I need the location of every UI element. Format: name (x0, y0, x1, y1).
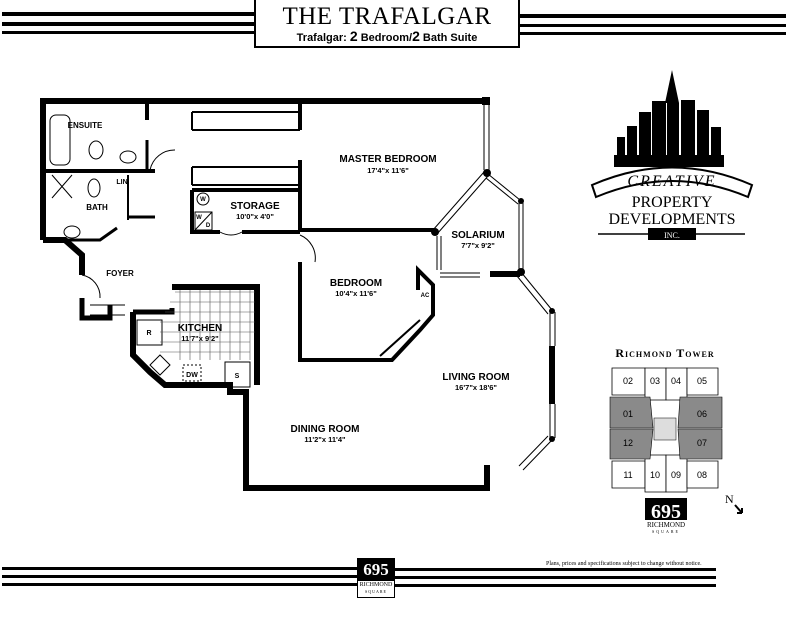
room-label-ac: AC (421, 293, 430, 299)
room-label-ensuite: ENSUITE (68, 121, 103, 130)
creative-logo: CREATIVE PROPERTY DEVELOPMENTS INC. (590, 70, 754, 240)
unit-02: 02 (623, 376, 633, 386)
room-dim-storage: 10'0"x 4'0" (236, 212, 274, 221)
north-label: N (725, 492, 734, 506)
room-label-linen: LIN (116, 179, 127, 186)
bath-count: 2 (412, 28, 420, 44)
room-dim-dining-room: 11'2"x 11'4" (304, 435, 346, 444)
unit-12: 12 (623, 438, 633, 448)
unit-07: 07 (697, 438, 707, 448)
subtitle-prefix: Trafalgar: (296, 32, 350, 44)
room-label-bedroom: BEDROOM (330, 278, 382, 289)
bedroom-word: Bedroom/ (357, 32, 413, 44)
room-label-master-bedroom: MASTER BEDROOM (339, 154, 436, 165)
unit-09: 09 (671, 470, 681, 480)
stove-label: S (235, 373, 240, 380)
key-plan: Richmond Tower 02 03 04 05 01 06 12 07 (609, 346, 743, 534)
unit-06: 06 (697, 409, 707, 419)
footer-badge-name: RICHMOND (359, 582, 393, 588)
key-plan-title: Richmond Tower (615, 346, 714, 360)
room-label-dining-room: DINING ROOM (291, 424, 360, 435)
unit-05: 05 (697, 376, 707, 386)
page-title: THE TRAFALGAR (282, 3, 492, 30)
logo-inc: INC. (664, 231, 680, 240)
header-stripes-left (2, 10, 256, 36)
unit-04: 04 (671, 376, 681, 386)
skyline-icon (614, 70, 724, 167)
unit-01: 01 (623, 409, 633, 419)
disclaimer: Plans, prices and specifications subject… (546, 561, 702, 567)
room-dim-master-bedroom: 17'4"x 11'6" (367, 166, 409, 175)
washer-label: W (200, 197, 206, 203)
badge-name: RICHMOND (647, 521, 685, 529)
room-label-foyer: FOYER (106, 269, 134, 278)
footer-stripes-right (393, 566, 716, 588)
badge-number: 695 (651, 501, 681, 523)
dryer-d-label: D (206, 223, 211, 229)
unit-11: 11 (623, 470, 632, 480)
room-dim-kitchen: 11'7"x 9'2" (181, 334, 219, 343)
unit-10: 10 (650, 470, 660, 480)
footer-stripes-left (2, 565, 357, 587)
footer-badge-sub: SQUARE (364, 589, 387, 594)
logo-property: PROPERTY (632, 194, 713, 211)
logo-creative: CREATIVE (627, 173, 716, 190)
dishwasher-label: DW (186, 372, 198, 379)
bath-word: Bath Suite (419, 32, 478, 44)
footer-badge: 695 RICHMOND SQUARE (357, 558, 395, 598)
refrigerator-label: R (146, 330, 151, 337)
room-label-storage: STORAGE (230, 201, 280, 212)
footer-badge-number: 695 (358, 559, 394, 581)
logo-developments: DEVELOPMENTS (608, 211, 735, 228)
room-label-living-room: LIVING ROOM (442, 372, 509, 383)
title-box: THE TRAFALGAR Trafalgar: 2 Bedroom/2 Bat… (254, 0, 520, 48)
room-dim-living-room: 16'7"x 18'6" (455, 383, 497, 392)
room-dim-solarium: 7'7"x 9'2" (461, 241, 495, 250)
north-arrow-icon (734, 504, 743, 514)
badge-sub: SQUARE (652, 529, 680, 534)
header-stripes-right (516, 10, 786, 36)
room-dim-bedroom: 10'4"x 11'6" (335, 289, 377, 298)
room-label-solarium: SOLARIUM (451, 230, 504, 241)
room-label-kitchen: KITCHEN (178, 323, 222, 334)
dryer-w-label: W (196, 215, 202, 221)
unit-03: 03 (650, 376, 660, 386)
page-subtitle: Trafalgar: 2 Bedroom/2 Bath Suite (256, 28, 518, 45)
room-label-bath: BATH (86, 203, 108, 212)
unit-08: 08 (697, 470, 707, 480)
bedroom-count: 2 (349, 28, 358, 44)
